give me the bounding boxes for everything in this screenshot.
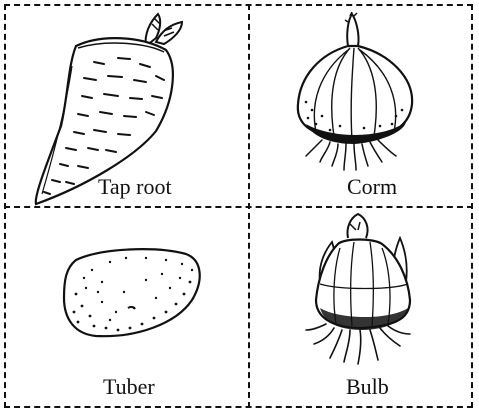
- cell-bulb: Bulb: [250, 208, 471, 406]
- caption-tap-root: Tap root: [98, 176, 172, 198]
- right-border: [471, 4, 473, 408]
- cell-tuber: Tuber: [6, 208, 248, 406]
- caption-bulb: Bulb: [346, 376, 389, 398]
- cell-tap-root: Tap root: [6, 6, 248, 206]
- bottom-border: [4, 406, 473, 408]
- caption-tuber: Tuber: [103, 376, 155, 398]
- cell-corm: Corm: [250, 6, 471, 206]
- caption-corm: Corm: [347, 176, 397, 198]
